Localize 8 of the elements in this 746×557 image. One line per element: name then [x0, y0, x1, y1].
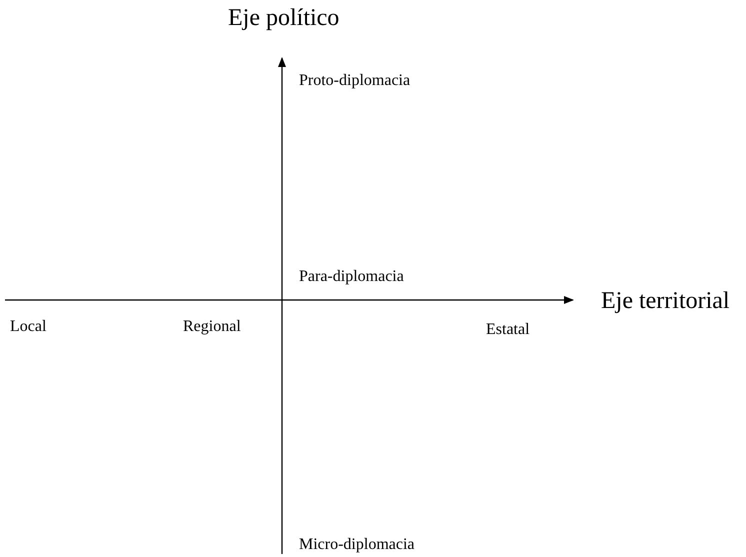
- axis-title: Eje territorial: [601, 288, 730, 314]
- axis-label: Estatal: [486, 321, 530, 339]
- axis-title: Eje político: [228, 5, 340, 32]
- axis-label: Regional: [183, 318, 241, 336]
- axis-label: Micro-diplomacia: [299, 536, 415, 554]
- axis-label: Local: [10, 318, 46, 336]
- axis-label: Proto-diplomacia: [299, 72, 410, 90]
- axis-label: Para-diplomacia: [299, 268, 404, 286]
